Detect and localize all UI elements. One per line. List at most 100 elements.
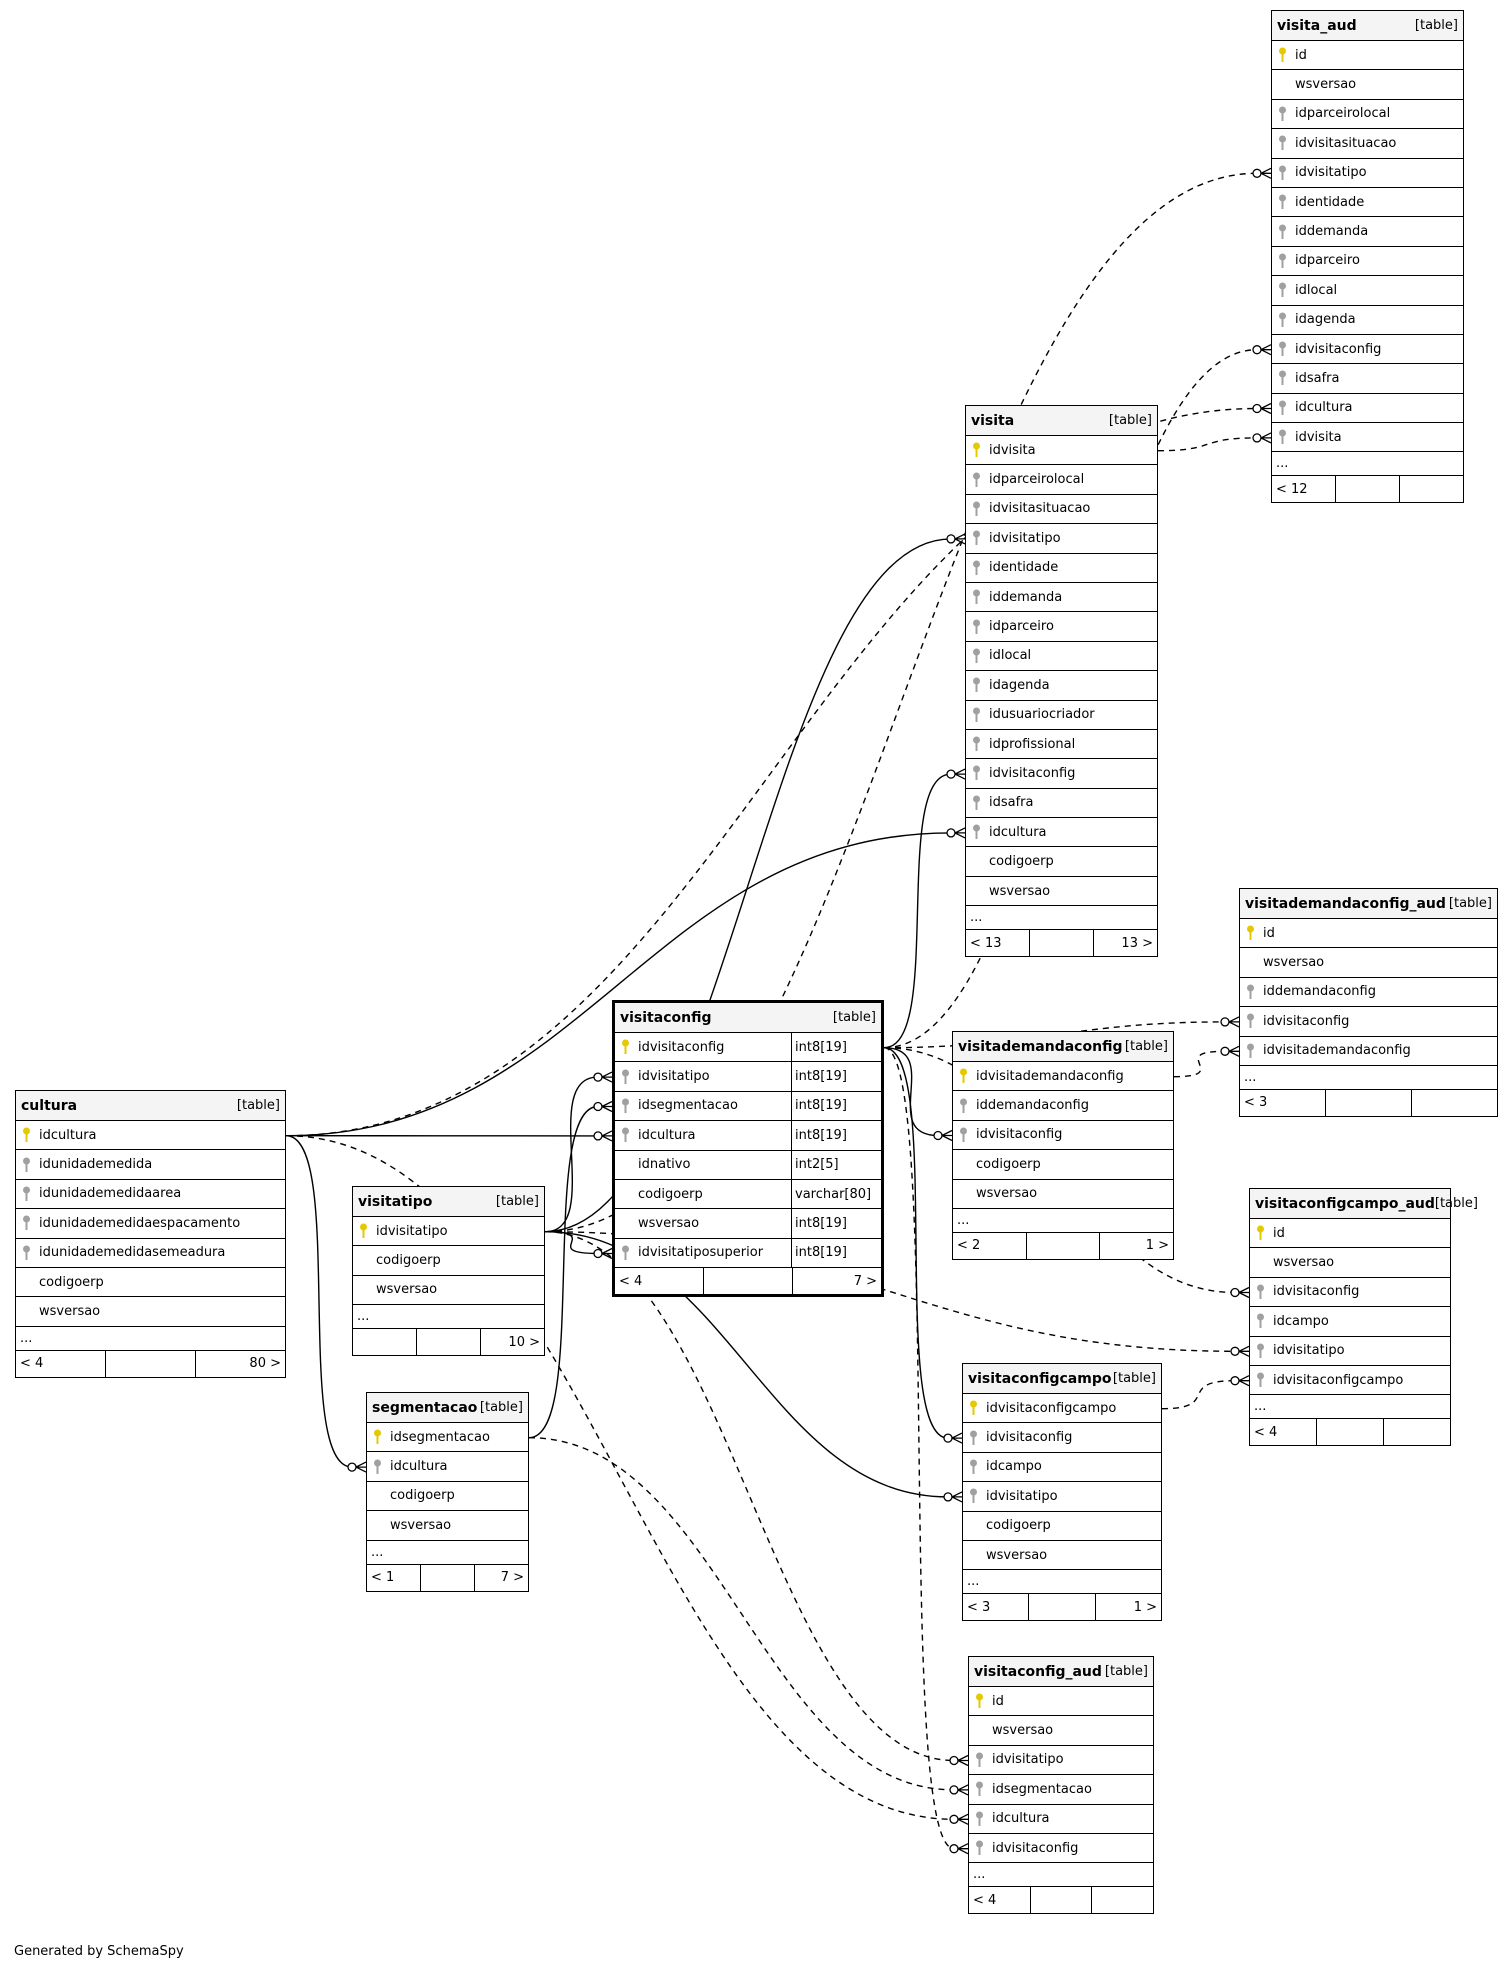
rows-count[interactable] — [420, 1564, 474, 1591]
column-row[interactable]: identidade — [966, 554, 1157, 583]
column-row[interactable]: idvisitaconfigcampo — [963, 1394, 1161, 1424]
table-visitaconfigcampo[interactable]: visitaconfigcampo[table]idvisitaconfigca… — [962, 1363, 1162, 1622]
rows-count[interactable] — [1029, 1887, 1092, 1914]
column-row[interactable]: idvisita — [1272, 423, 1463, 453]
table-name[interactable]: segmentacao — [372, 1399, 478, 1416]
column-row[interactable]: id — [1240, 919, 1497, 949]
column-row[interactable]: idagenda — [966, 671, 1157, 701]
column-row[interactable]: idvisitaconfig — [963, 1423, 1161, 1453]
column-row[interactable]: idcultura — [966, 818, 1157, 848]
column-row[interactable]: idvisitatipo — [1250, 1337, 1450, 1366]
table-name[interactable]: visitademandaconfig_aud — [1245, 895, 1446, 912]
column-row[interactable]: wsversao — [367, 1511, 528, 1541]
parents-count[interactable]: < 3 — [967, 1599, 991, 1615]
column-row[interactable]: idvisitatipo — [963, 1482, 1161, 1512]
column-row[interactable]: wsversao — [1250, 1248, 1450, 1278]
column-row[interactable]: id — [1272, 41, 1463, 71]
children-count[interactable]: 7 > — [474, 1564, 528, 1591]
column-row[interactable]: idunidademedidasemeadura — [16, 1239, 285, 1268]
more-columns-indicator[interactable]: ... — [966, 906, 1157, 931]
column-row[interactable]: idcultura — [16, 1121, 285, 1151]
column-row[interactable]: idvisitaconfigcampo — [1250, 1366, 1450, 1396]
column-row[interactable]: iddemanda — [1272, 217, 1463, 247]
parents-count[interactable]: < 3 — [1244, 1095, 1268, 1111]
column-row[interactable]: idsegmentacao — [367, 1423, 528, 1453]
table-name[interactable]: visita — [971, 412, 1015, 429]
column-row[interactable]: idvisitademandaconfig — [953, 1062, 1173, 1092]
column-row[interactable]: idparceirolocal — [966, 465, 1157, 495]
column-row[interactable]: wsversao — [963, 1541, 1161, 1571]
column-row[interactable]: idusuariocriador — [966, 701, 1157, 730]
column-row[interactable]: idcampo — [1250, 1307, 1450, 1337]
column-row[interactable]: iddemandaconfig — [953, 1091, 1173, 1121]
parents-count[interactable]: < 4 — [20, 1356, 44, 1372]
column-row[interactable]: idparceirolocal — [1272, 100, 1463, 130]
column-row[interactable]: idvisitaconfig — [953, 1121, 1173, 1151]
column-row[interactable]: idvisitasituacao — [1272, 129, 1463, 159]
column-row[interactable]: idvisitatipo — [966, 524, 1157, 554]
table-name[interactable]: visitaconfig_aud — [974, 1663, 1102, 1680]
table-visitademandaconfig[interactable]: visitademandaconfig[table]idvisitademand… — [952, 1031, 1174, 1260]
column-row[interactable]: iddemandaconfig — [1240, 978, 1497, 1008]
column-row[interactable]: codigoerp — [966, 847, 1157, 877]
column-row[interactable]: idparceiro — [966, 612, 1157, 642]
parents-count[interactable]: < 13 — [970, 935, 1002, 951]
column-row[interactable]: id — [1250, 1219, 1450, 1249]
table-name[interactable]: visita_aud — [1277, 17, 1357, 34]
column-row[interactable]: wsversao — [16, 1297, 285, 1327]
children-count[interactable] — [1091, 1887, 1153, 1914]
parents-count[interactable]: < 12 — [1276, 481, 1308, 497]
column-row[interactable]: idcultura — [367, 1452, 528, 1482]
more-columns-indicator[interactable]: ... — [16, 1327, 285, 1351]
column-row[interactable]: idvisitatipo — [1272, 159, 1463, 188]
column-row[interactable]: codigoerp — [953, 1150, 1173, 1180]
children-count[interactable]: 80 > — [195, 1350, 285, 1377]
parents-count[interactable]: < 4 — [619, 1273, 643, 1289]
table-name[interactable]: visitaconfig — [620, 1009, 712, 1026]
column-row[interactable]: wsversao — [966, 877, 1157, 907]
column-row[interactable]: idlocal — [966, 642, 1157, 672]
column-row[interactable]: idsafra — [1272, 364, 1463, 394]
column-row[interactable]: idvisitaconfig — [1240, 1007, 1497, 1037]
column-row[interactable]: codigoerp — [367, 1482, 528, 1512]
column-row[interactable]: wsversao — [1272, 70, 1463, 100]
column-row[interactable]: idvisitaconfig — [1250, 1278, 1450, 1308]
more-columns-indicator[interactable]: ... — [963, 1570, 1161, 1595]
children-count[interactable] — [1411, 1089, 1497, 1116]
children-count[interactable] — [1383, 1419, 1450, 1446]
rows-count[interactable] — [416, 1329, 480, 1356]
children-count[interactable]: 7 > — [792, 1268, 881, 1295]
parents-count[interactable] — [353, 1329, 416, 1355]
children-count[interactable]: 1 > — [1099, 1232, 1173, 1259]
column-row[interactable]: idparceiro — [1272, 247, 1463, 277]
column-row[interactable]: idvisitaconfig — [966, 759, 1157, 789]
column-row[interactable]: idvisitademandaconfig — [1240, 1037, 1497, 1066]
column-row[interactable]: wsversao — [353, 1276, 544, 1306]
column-row[interactable]: idvisita — [966, 436, 1157, 466]
column-row[interactable]: wsversao — [953, 1180, 1173, 1209]
children-count[interactable]: 10 > — [480, 1329, 544, 1356]
more-columns-indicator[interactable]: ... — [1240, 1066, 1497, 1090]
rows-count[interactable] — [1029, 930, 1093, 957]
column-row[interactable]: idunidademedidaespacamento — [16, 1209, 285, 1239]
rows-count[interactable] — [1025, 1232, 1100, 1259]
more-columns-indicator[interactable]: ... — [367, 1541, 528, 1565]
column-row[interactable]: wsversao — [1240, 948, 1497, 978]
rows-count[interactable] — [1028, 1594, 1094, 1621]
column-row[interactable]: idvisitasituacao — [966, 495, 1157, 525]
column-row[interactable]: iddemanda — [966, 583, 1157, 613]
column-row[interactable]: codigoerp — [16, 1268, 285, 1298]
column-row[interactable]: idsafra — [966, 789, 1157, 819]
more-columns-indicator[interactable]: ... — [969, 1863, 1153, 1888]
